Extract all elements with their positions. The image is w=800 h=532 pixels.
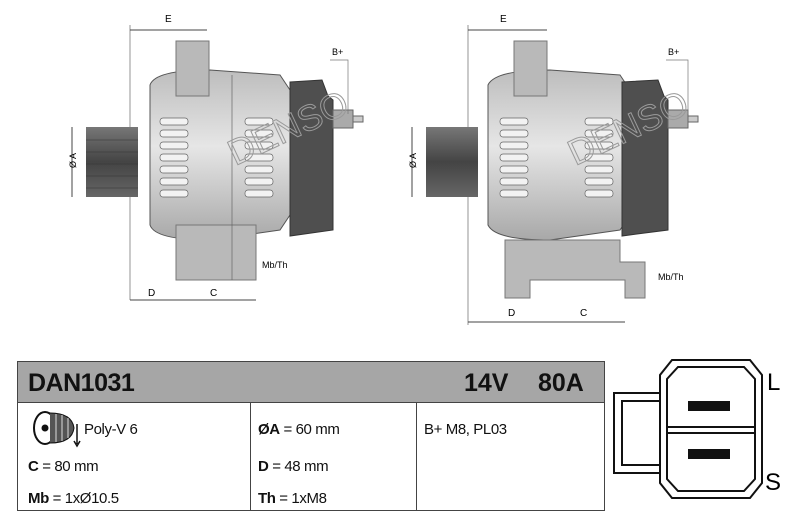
spec-th-key: Th	[258, 490, 276, 507]
spec-d-value: = 48 mm	[268, 458, 329, 475]
voltage: 14V	[464, 369, 509, 397]
spec-a: ØA = 60 mm	[258, 421, 340, 438]
terminal-spec: B+ M8, PL03	[424, 421, 507, 438]
pulley-icon	[33, 411, 81, 448]
pin-s	[688, 449, 730, 459]
alternator-drawing-front: E DENSO B+ Mb/Th Ø A D C	[68, 14, 364, 301]
dim-d-label: D	[148, 288, 155, 299]
part-number: DAN1031	[28, 369, 135, 397]
spec-table: DAN1031 14V 80A Poly-V 6 C = 80 mm Mb = …	[17, 361, 605, 511]
dim-a-label-2: Ø A	[408, 153, 418, 168]
spec-c: C = 80 mm	[28, 458, 99, 475]
spec-c-value: = 80 mm	[38, 458, 99, 475]
spec-column-3: B+ M8, PL03	[416, 402, 604, 510]
pulley-type: Poly-V 6	[84, 421, 138, 438]
spec-column-2: ØA = 60 mm D = 48 mm Th = 1xM8	[250, 402, 417, 510]
spec-a-key: ØA	[258, 421, 280, 438]
b-plus-label-2: B+	[668, 47, 679, 57]
spec-d-key: D	[258, 458, 269, 475]
spec-th: Th = 1xM8	[258, 490, 327, 507]
spec-c-key: C	[28, 458, 39, 475]
spec-header: DAN1031 14V 80A	[18, 362, 604, 403]
dim-c-label-2: C	[580, 308, 587, 319]
alternator-drawing-variant: E DENSO B+ Mb/Th Ø A D C	[408, 14, 699, 325]
amperage: 80A	[538, 369, 584, 397]
connector-diagram: L S	[613, 359, 781, 499]
connector-label-l: L	[767, 369, 780, 396]
spec-column-1: Poly-V 6 C = 80 mm Mb = 1xØ10.5	[18, 402, 251, 510]
dim-a-label: Ø A	[68, 153, 78, 168]
spec-mb-key: Mb	[28, 490, 49, 507]
spec-th-value: = 1xM8	[275, 490, 327, 507]
dim-e-label: E	[165, 14, 172, 25]
pin-l	[688, 401, 730, 411]
dim-c-label: C	[210, 288, 217, 299]
spec-a-value: = 60 mm	[279, 421, 340, 438]
connector-label-s: S	[765, 469, 781, 496]
dim-e-label-2: E	[500, 14, 507, 25]
spec-mb: Mb = 1xØ10.5	[28, 490, 119, 507]
mb-th-label-2: Mb/Th	[658, 272, 684, 282]
dim-d-label-2: D	[508, 308, 515, 319]
b-plus-label: B+	[332, 47, 343, 57]
mb-th-label: Mb/Th	[262, 260, 288, 270]
spec-mb-value: = 1xØ10.5	[48, 490, 119, 507]
spec-d: D = 48 mm	[258, 458, 329, 475]
